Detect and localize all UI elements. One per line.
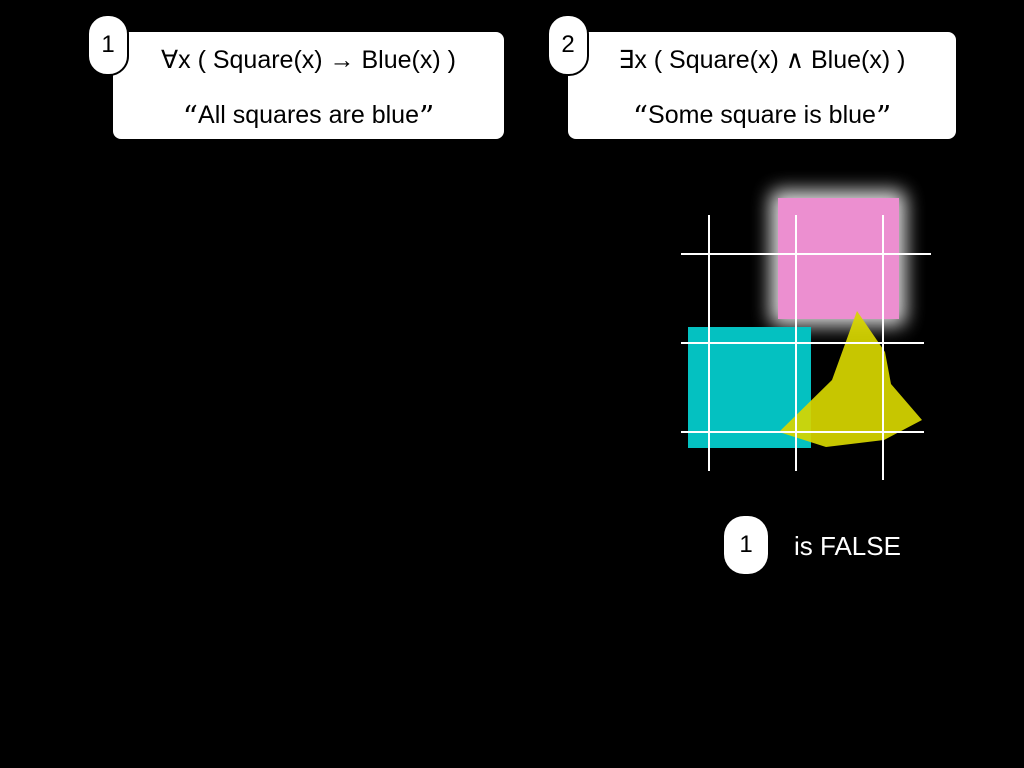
pink-square bbox=[778, 198, 899, 319]
statement-2-gloss: “Some square is blue” bbox=[568, 98, 956, 135]
open-quote: “ bbox=[182, 100, 199, 135]
world-grid bbox=[681, 215, 931, 480]
statement-1-gloss: “All squares are blue” bbox=[113, 98, 504, 135]
statement-2-gloss-text: Some square is blue bbox=[648, 101, 876, 129]
statement-1-card: ∀x ( Square(x) → Blue(x) ) “All squares … bbox=[113, 32, 504, 139]
result-statement-badge: 1 bbox=[724, 516, 768, 574]
statement-2-card: ∃x ( Square(x) ∧ Blue(x) ) “Some square … bbox=[568, 32, 956, 139]
yellow-triangle bbox=[779, 311, 922, 447]
statement-2-formula: ∃x ( Square(x) ∧ Blue(x) ) bbox=[618, 46, 906, 74]
close-quote: ” bbox=[418, 100, 435, 135]
statement-1-number-badge: 1 bbox=[87, 14, 129, 76]
statement-1-formula: ∀x ( Square(x) → Blue(x) ) bbox=[161, 46, 456, 74]
open-quote: “ bbox=[632, 100, 649, 135]
close-quote: ” bbox=[875, 100, 892, 135]
statement-2-number-badge: 2 bbox=[547, 14, 589, 76]
statement-1-gloss-text: All squares are blue bbox=[198, 101, 419, 129]
result-text: is FALSE bbox=[794, 531, 901, 561]
